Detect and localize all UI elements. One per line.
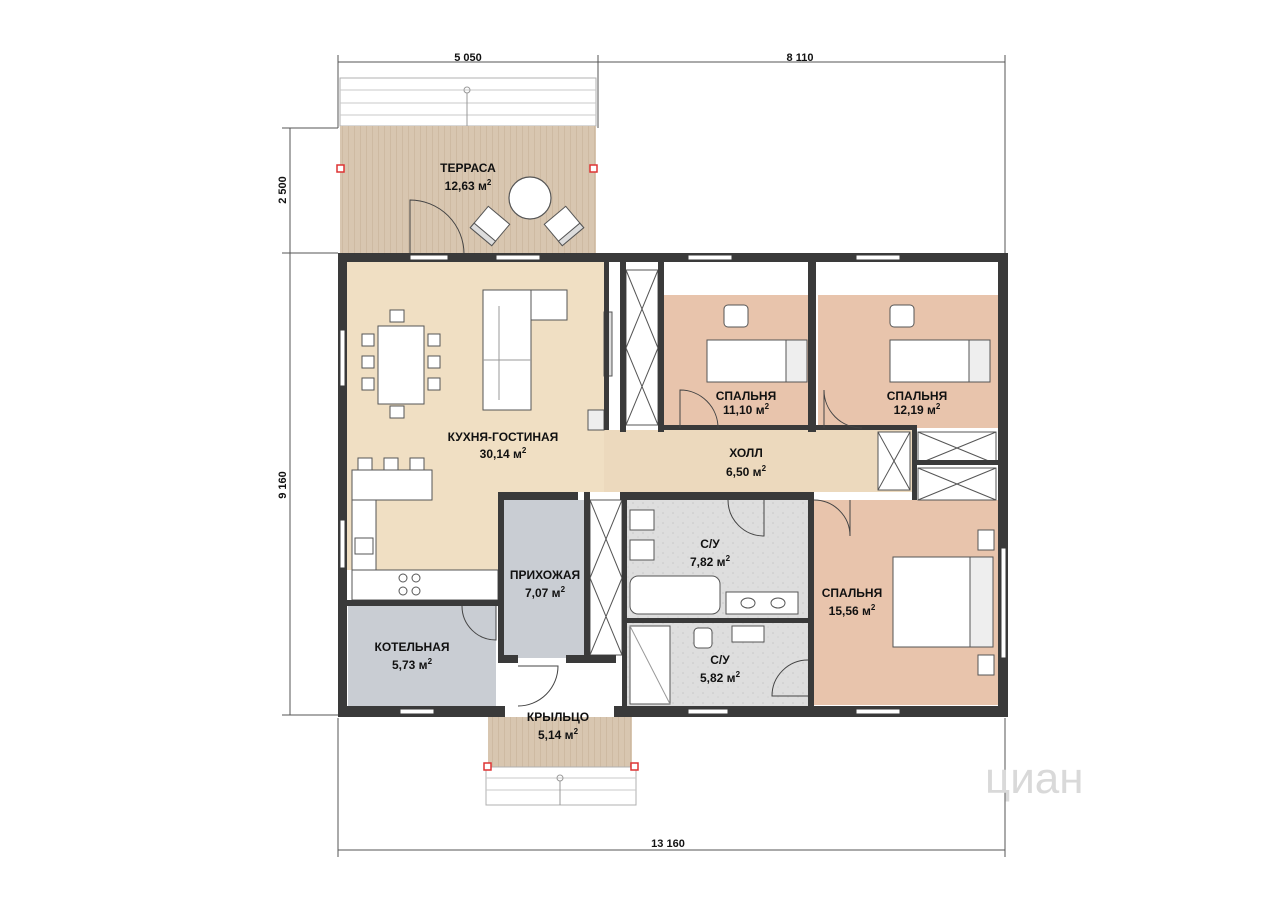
room-name: СПАЛЬНЯ: [887, 389, 947, 403]
room-labels: ТЕРРАСА 12,63 м2 КУХНЯ-ГОСТИНАЯ 30,14 м2…: [375, 161, 948, 742]
room-name: СПАЛЬНЯ: [716, 389, 776, 403]
porch: [483, 717, 639, 806]
room-area: 12,19 м2: [894, 402, 941, 417]
room-area: 5,14 м2: [538, 727, 579, 742]
room-area: 15,56 м2: [829, 603, 876, 618]
room-area: 7,82 м2: [690, 554, 731, 569]
room-name: С/У: [700, 537, 720, 551]
room-area: 5,82 м2: [700, 670, 741, 685]
dim-top-left: 5 050: [454, 52, 482, 64]
room-area: 12,63 м2: [445, 178, 492, 193]
furniture: [351, 269, 997, 705]
room-area: 5,73 м2: [392, 657, 433, 672]
room-name: КУХНЯ-ГОСТИНАЯ: [448, 430, 559, 444]
terrace: [336, 77, 598, 255]
room-area: 30,14 м2: [480, 446, 527, 461]
room-area: 6,50 м2: [726, 464, 767, 479]
watermark: циан: [985, 754, 1084, 803]
door-swings: [461, 389, 863, 707]
room-name: ХОЛЛ: [729, 446, 763, 460]
dim-top-right: 8 110: [787, 52, 814, 64]
windows: [339, 254, 1007, 715]
dimension-lines: [282, 55, 1006, 857]
room-area: 11,10 м2: [723, 402, 770, 417]
room-name: СПАЛЬНЯ: [822, 586, 882, 600]
room-name: КРЫЛЬЦО: [527, 710, 589, 724]
room-name: ТЕРРАСА: [440, 161, 496, 175]
walls: [338, 253, 1008, 717]
room-name: С/У: [710, 653, 730, 667]
dim-bottom: 13 160: [651, 838, 685, 850]
dim-left-upper: 2 500: [277, 176, 289, 204]
room-area: 7,07 м2: [525, 585, 566, 600]
room-name: ПРИХОЖАЯ: [510, 568, 580, 582]
dim-left-lower: 9 160: [277, 471, 289, 499]
room-name: КОТЕЛЬНАЯ: [375, 640, 450, 654]
